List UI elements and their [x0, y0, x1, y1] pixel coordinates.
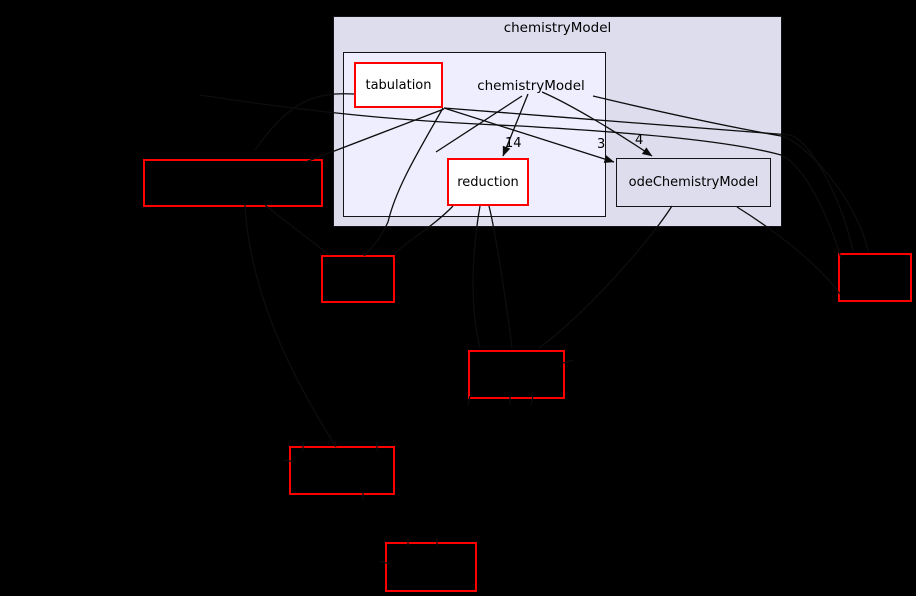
edge-count-label-ode-a: 3: [597, 137, 606, 152]
edge-count-label-ode-b: 4: [635, 133, 644, 148]
dir-node-reduction[interactable]: reduction: [447, 158, 529, 206]
unlabeled-dir-node-right[interactable]: [838, 253, 912, 302]
inner-cluster-label: chemistryModel: [477, 78, 585, 94]
unlabeled-dir-node-lower-left[interactable]: [289, 446, 395, 495]
edge-reduction-down-1: [472, 205, 481, 349]
dir-node-odechemistrymodel[interactable]: odeChemistryModel: [616, 158, 771, 207]
edge-count-label-reduction: 14: [505, 136, 522, 151]
dir-node-tabulation-label: tabulation: [365, 77, 432, 93]
unlabeled-dir-node-mid-left[interactable]: [321, 255, 395, 303]
edge-left-box-to-midleft-box: [264, 204, 330, 256]
unlabeled-dir-node-center[interactable]: [468, 350, 565, 399]
unlabeled-dir-node-left[interactable]: [143, 159, 323, 207]
outer-cluster-label: chemistryModel: [503, 20, 612, 36]
dir-node-reduction-label: reduction: [457, 174, 519, 190]
edge-ode-to-center-box: [538, 205, 673, 349]
edge-reduction-down-2: [488, 205, 513, 349]
unlabeled-dir-node-bottom[interactable]: [385, 542, 477, 592]
dir-node-odechemistrymodel-label: odeChemistryModel: [628, 175, 759, 190]
dir-node-tabulation[interactable]: tabulation: [354, 62, 443, 108]
edge-left-box-to-lower-left-box: [244, 204, 337, 448]
